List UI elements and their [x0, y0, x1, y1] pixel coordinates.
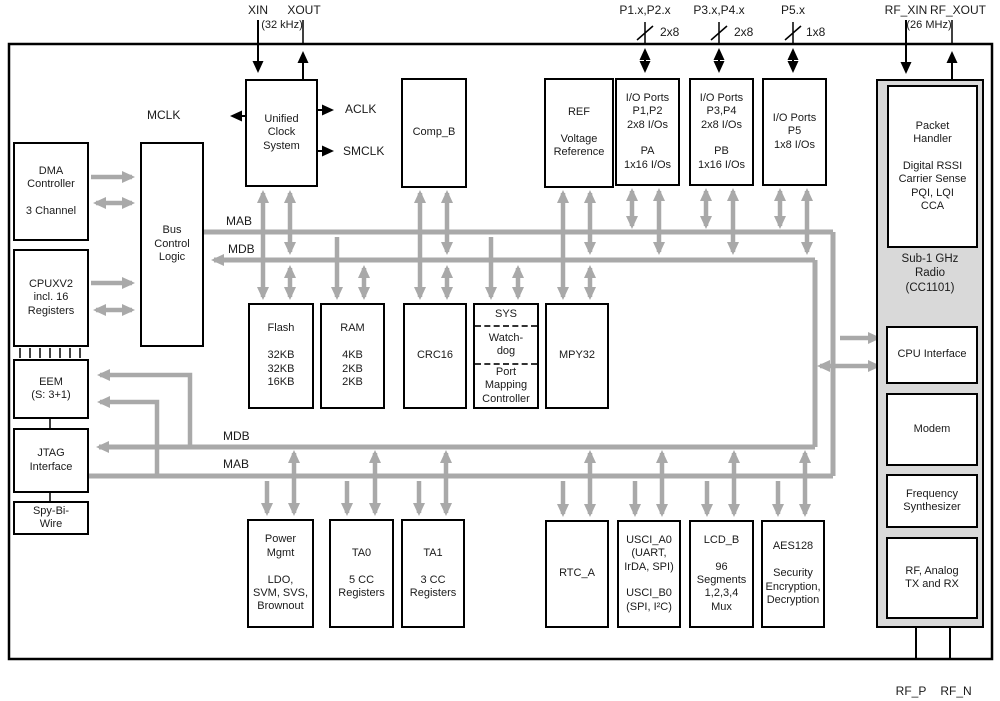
rf-freq-label: (26 MHz): [906, 19, 952, 31]
block-cpu-interface: CPU Interface: [886, 326, 978, 384]
block-frequency-synthesizer: Frequency Synthesizer: [886, 474, 978, 528]
pin-p3p4: P3.x,P4.x: [693, 3, 745, 17]
block-ta1: TA1 3 CC Registers: [401, 519, 465, 628]
block-packet-handler: Packet Handler Digital RSSI Carrier Sens…: [887, 85, 978, 248]
block-eem: EEM (S: 3+1): [13, 359, 89, 419]
signal-smclk: SMCLK: [343, 144, 385, 158]
bus-label-mdb-bottom: MDB: [223, 429, 250, 443]
block-jtag: JTAG Interface: [13, 428, 89, 493]
block-io-ports-p3p4: I/O Ports P3,P4 2x8 I/Os PB 1x16 I/Os: [689, 78, 754, 186]
block-lcd-b: LCD_B 96 Segments 1,2,3,4 Mux: [689, 520, 754, 628]
block-sys: SYS: [494, 308, 517, 321]
signal-mclk: MCLK: [147, 108, 181, 122]
bus-label-mab-bottom: MAB: [223, 457, 250, 471]
bus-label-mdb-top: MDB: [228, 242, 255, 256]
xtal-freq-label: (32 kHz): [261, 19, 303, 31]
p5-bus-width: 1x8: [806, 25, 826, 39]
pin-rf-p: RF_P: [895, 684, 927, 698]
block-flash: Flash 32KB 32KB 16KB: [248, 303, 314, 409]
block-spy-bi-wire: Spy-Bi- Wire: [13, 501, 89, 535]
block-crc16: CRC16: [403, 303, 467, 409]
pin-rf-n: RF_N: [940, 684, 972, 698]
block-comp-b: Comp_B: [401, 78, 467, 188]
pin-p5: P5.x: [780, 3, 806, 17]
block-ta0: TA0 5 CC Registers: [329, 519, 394, 628]
bus-label-mab-top: MAB: [226, 214, 253, 228]
radio-section-label: Sub-1 GHz Radio (CC1101): [901, 253, 959, 294]
signal-aclk: ACLK: [345, 102, 377, 116]
block-ram: RAM 4KB 2KB 2KB: [320, 303, 385, 409]
block-sys-wdt-portmap: SYS Watch- dog Port Mapping Controller: [473, 303, 539, 409]
block-cpu: CPUXV2 incl. 16 Registers: [13, 249, 89, 347]
pin-rf-xin: RF_XIN: [884, 3, 928, 17]
p1p2-bus-width: 2x8: [660, 25, 680, 39]
block-mpy32: MPY32: [545, 303, 609, 409]
block-rtc-a: RTC_A: [545, 520, 609, 628]
block-aes128: AES128 Security Encryption, Decryption: [761, 520, 825, 628]
block-bus-control-logic: Bus Control Logic: [140, 142, 204, 347]
block-dma-controller: DMA Controller 3 Channel: [13, 142, 89, 241]
block-power-mgmt: Power Mgmt LDO, SVM, SVS, Brownout: [247, 519, 314, 628]
pin-xin: XIN: [247, 3, 269, 17]
block-rf-analog: RF, Analog TX and RX: [886, 537, 978, 619]
block-port-mapping-controller: Port Mapping Controller: [475, 363, 537, 407]
block-io-ports-p1p2: I/O Ports P1,P2 2x8 I/Os PA 1x16 I/Os: [615, 78, 680, 186]
block-usci: USCI_A0 (UART, IrDA, SPI) USCI_B0 (SPI, …: [617, 520, 681, 628]
block-modem: Modem: [886, 393, 978, 466]
block-watchdog: Watch- dog: [475, 325, 537, 363]
pin-p1p2: P1.x,P2.x: [619, 3, 671, 17]
block-io-ports-p5: I/O Ports P5 1x8 I/Os: [762, 78, 827, 186]
block-unified-clock-system: Unified Clock System: [245, 79, 318, 187]
block-ref-voltage-reference: REF Voltage Reference: [544, 78, 614, 188]
pin-rf-xout: RF_XOUT: [929, 3, 987, 17]
pin-xout: XOUT: [287, 3, 321, 17]
p3p4-bus-width: 2x8: [734, 25, 754, 39]
